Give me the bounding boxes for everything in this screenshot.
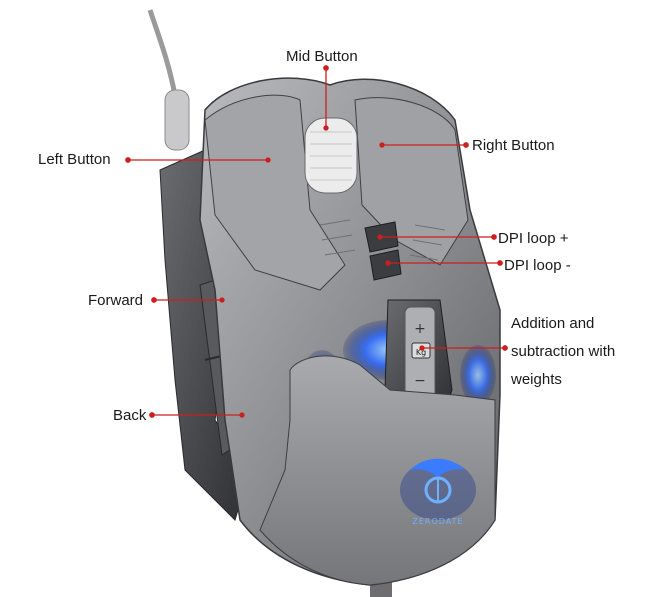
- label-weights-line2: subtraction with: [511, 343, 616, 360]
- mouse-cable: [147, 9, 178, 96]
- weight-tag: Kg: [416, 348, 426, 357]
- label-weights-line1: Addition and: [511, 315, 595, 332]
- label-dpi-loop-minus: DPI loop -: [504, 257, 571, 274]
- label-forward: Forward: [88, 292, 144, 309]
- label-right-button: Right Button: [472, 137, 555, 154]
- cable-sleeve: [164, 89, 190, 151]
- label-back: Back: [113, 407, 147, 424]
- right-button-shell: [354, 97, 469, 266]
- left-button-shell: [204, 94, 346, 291]
- label-mid-button: Mid Button: [286, 48, 358, 65]
- weight-plus: +: [414, 321, 426, 337]
- logo-text: ZERODATE: [412, 517, 463, 526]
- led-glow-right: [460, 345, 496, 405]
- palm-rest: [259, 355, 496, 586]
- label-dpi-loop-plus: DPI loop +: [498, 230, 569, 247]
- label-weights-line3: weights: [511, 371, 562, 388]
- brand-logo: ZERODATE: [400, 458, 476, 526]
- label-left-button: Left Button: [38, 151, 111, 168]
- label-weights: Addition and subtraction with weights: [511, 310, 650, 394]
- dpi-down-button: [369, 249, 402, 281]
- weight-minus: −: [414, 373, 426, 389]
